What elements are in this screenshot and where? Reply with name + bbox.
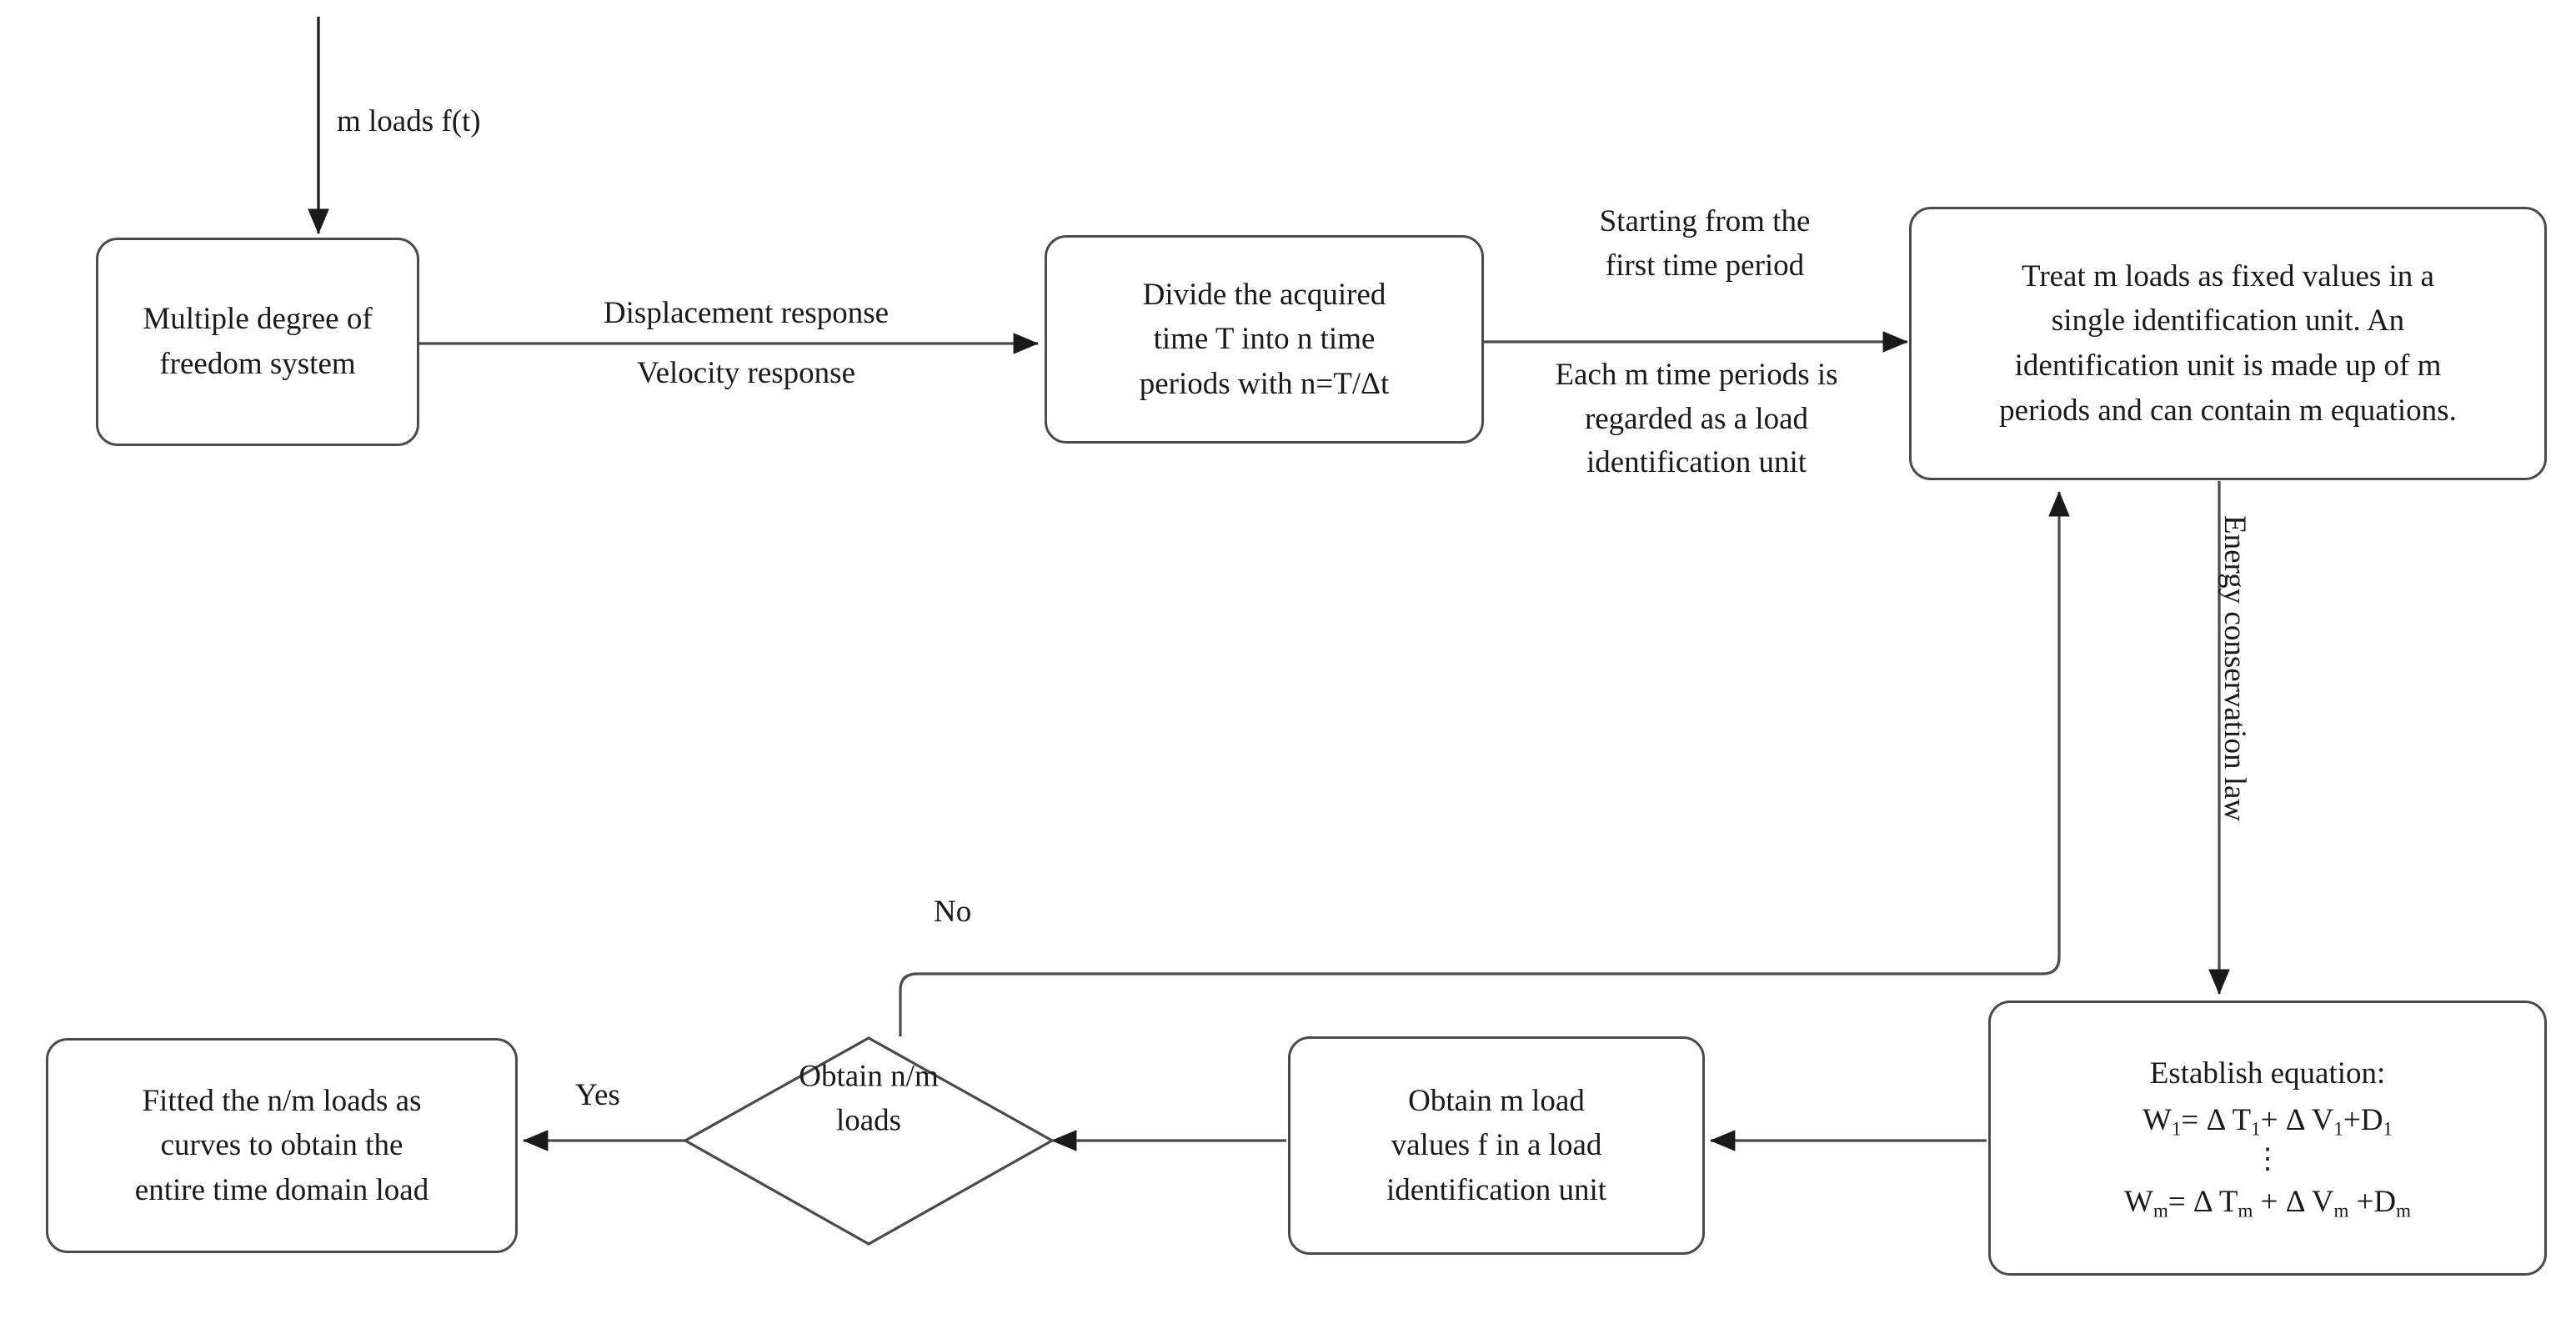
eq1-mid: + Δ V: [2260, 1102, 2334, 1137]
node-mdof-system[interactable]: Multiple degree of freedom system: [96, 238, 419, 446]
eq1-tail: +D: [2343, 1102, 2383, 1137]
eq1-lhs-sub: 1: [2171, 1118, 2182, 1140]
node-treat-loads[interactable]: Treat m loads as fixed values in a singl…: [1909, 207, 2547, 480]
node-establish-equation[interactable]: Establish equation: W1= Δ T1+ Δ V1+D1 ⋮ …: [1988, 1000, 2547, 1276]
node-decision-obtain-nm-label[interactable]: Obtain n/m loads: [799, 1059, 939, 1137]
edge-label-starting-first-period: Starting from the first time period: [1599, 204, 1811, 283]
edge-label-displacement-response: Displacement response: [603, 296, 890, 330]
node-mdof-system-label: Multiple degree of freedom system: [143, 302, 373, 381]
eqm-sub3: m: [2396, 1200, 2411, 1221]
eq1-sub2: 1: [2333, 1118, 2343, 1140]
node-fitted-curves[interactable]: Fitted the n/m loads as curves to obtain…: [46, 1038, 518, 1253]
equation-last-line: Wm= Δ Tm + Δ Vm +Dm: [2002, 1179, 2533, 1226]
eqm-rhs: = Δ T: [2168, 1184, 2238, 1219]
eq1-sub3: 1: [2383, 1118, 2393, 1140]
edge-decision-no-loop: [899, 491, 2070, 1036]
eqm-sub2: m: [2333, 1200, 2349, 1221]
equation-first-line: W1= Δ T1+ Δ V1+D1: [2002, 1097, 2533, 1144]
node-treat-loads-label: Treat m loads as fixed values in a singl…: [1999, 258, 2457, 428]
edge-label-m-loads-input: m loads f(t): [337, 104, 481, 138]
eqm-lhs-sub: m: [2153, 1200, 2168, 1221]
edge-label-decision-yes: Yes: [575, 1078, 620, 1112]
eqm-tail: +D: [2348, 1184, 2397, 1219]
node-fitted-curves-label: Fitted the n/m loads as curves to obtain…: [134, 1083, 429, 1207]
node-obtain-m-loads-label: Obtain m load values f in a load identif…: [1386, 1083, 1607, 1207]
eqm-sub1: m: [2238, 1200, 2253, 1221]
edge-label-decision-no: No: [934, 895, 972, 929]
eqm-mid: + Δ V: [2253, 1184, 2334, 1219]
edge-label-energy-conservation-law: Energy conservation law: [2218, 515, 2252, 822]
node-divide-time[interactable]: Divide the acquired time T into n time p…: [1045, 235, 1484, 444]
equation-ellipsis: ⋮: [2253, 1143, 2282, 1175]
eq1-sub1: 1: [2251, 1118, 2261, 1140]
node-obtain-m-loads[interactable]: Obtain m load values f in a load identif…: [1288, 1036, 1705, 1255]
eq1-rhs: = Δ T: [2181, 1102, 2252, 1137]
edge-label-each-m-periods: Each m time periods is regarded as a loa…: [1555, 358, 1838, 480]
eqm-lhs: W: [2124, 1184, 2153, 1219]
node-divide-time-label: Divide the acquired time T into n time p…: [1139, 277, 1390, 401]
equation-heading: Establish equation:: [2149, 1056, 2386, 1091]
edge-label-velocity-response: Velocity response: [636, 356, 856, 390]
eq1-lhs: W: [2142, 1102, 2172, 1137]
